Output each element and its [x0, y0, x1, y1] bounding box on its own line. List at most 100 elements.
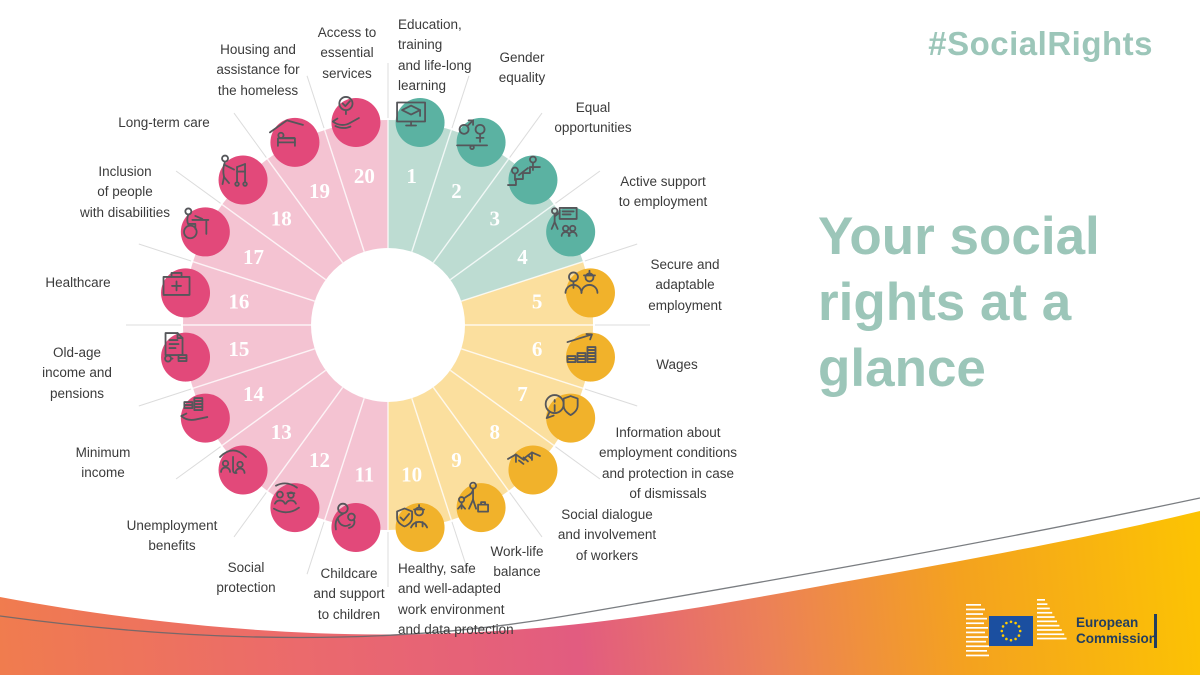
segment-11-circle: [331, 502, 381, 552]
segment-number-5: 5: [532, 290, 543, 314]
gender-balance-icon: [456, 119, 488, 151]
segment-number-8: 8: [490, 420, 501, 444]
logo-vertical-bar: [1154, 614, 1157, 648]
segment-number-4: 4: [517, 245, 528, 269]
pension-document-coins-icon: [164, 332, 188, 363]
parent-child-briefcase-icon: [457, 481, 489, 513]
shield-check-worker-icon: [396, 504, 428, 529]
title-line-3: glance: [818, 339, 986, 398]
segment-number-2: 2: [451, 179, 462, 203]
logo-building-line: [966, 631, 985, 634]
logo-building-line: [966, 617, 987, 620]
logo-text-line-1: European: [1076, 615, 1139, 630]
segment-number-6: 6: [532, 337, 543, 361]
wedge-divider-line: [266, 158, 344, 264]
segment-label-16: Healthcare: [45, 275, 111, 290]
wedge-divider-line: [449, 203, 555, 281]
label-leader-line: [555, 170, 601, 204]
wedge-divider-line: [461, 348, 584, 390]
wedge-divider-line: [411, 129, 453, 252]
segment-16-circle: [161, 268, 211, 318]
segment-number-7: 7: [517, 382, 528, 406]
hashtag-social-rights: #SocialRights: [928, 25, 1153, 62]
eu-flag-star: [1009, 620, 1013, 624]
label-leader-line: [233, 492, 267, 538]
logo-text-line-2: Commission: [1076, 631, 1158, 646]
segment-number-9: 9: [451, 448, 462, 472]
segment-label-10: Healthy, safe and well-adapted work envi…: [398, 561, 514, 638]
handshake-icon: [507, 451, 541, 465]
logo-building-line: [966, 650, 987, 652]
segment-label-18: Long-term care: [118, 115, 210, 130]
segment-label-11: Childcare and support to children: [313, 566, 385, 622]
wedge-divider-line: [192, 348, 315, 390]
wedge-divider-line: [432, 386, 510, 492]
logo-building-line: [1037, 607, 1050, 610]
hands-sheltering-workers-icon: [273, 482, 300, 514]
wedge-divider-line: [266, 386, 344, 492]
segment-label-6: Wages: [656, 357, 698, 372]
logo-building-line: [1037, 599, 1045, 601]
info-bubble-shield-icon: [544, 394, 579, 419]
segment-12-circle: [270, 483, 320, 533]
segment-number-18: 18: [271, 207, 292, 231]
segment-label-7: Information about employment conditions …: [598, 425, 738, 502]
segment-number-1: 1: [406, 164, 417, 188]
label-leader-line: [509, 112, 543, 158]
segment-label-2: Gender equality: [498, 50, 546, 86]
segment-label-5: Secure and adaptable employment: [648, 257, 722, 313]
segment-label-4: Active support to employment: [618, 174, 708, 210]
logo-building-line: [966, 627, 988, 629]
wedge-divider-line: [449, 369, 555, 447]
segment-number-12: 12: [309, 448, 330, 472]
wheel-center-hole: [311, 248, 465, 402]
eu-flag-star: [1001, 634, 1005, 637]
coins-hand-icon: [180, 397, 209, 421]
eu-flag-star: [1014, 637, 1017, 641]
wedge-divider-line: [323, 398, 365, 521]
segment-number-10: 10: [401, 462, 422, 486]
segment-1-circle: [395, 98, 445, 148]
european-commission-logo: [966, 599, 1067, 657]
segment-number-11: 11: [354, 462, 374, 486]
logo-building-line: [1037, 637, 1067, 640]
logo-building-line: [1037, 629, 1062, 631]
logo-building-line: [1037, 603, 1048, 605]
wheelchair-desk-icon: [183, 207, 210, 240]
logo-building-line: [966, 604, 981, 606]
eu-flag-star: [1018, 629, 1022, 633]
logo-building-line: [1037, 633, 1065, 636]
segment-number-17: 17: [243, 245, 264, 269]
label-leader-line: [175, 446, 221, 480]
helping-hand-stairs-icon: [507, 155, 541, 186]
segment-5-circle: [565, 268, 615, 318]
logo-building-line: [966, 622, 984, 625]
wedge-divider-line: [323, 129, 365, 252]
segment-label-17: Inclusion of people with disabilities: [79, 164, 171, 220]
wedge-divider-line: [221, 203, 327, 281]
eu-flag-star: [1000, 629, 1004, 633]
segment-label-19: Housing and assistance for the homeless: [216, 42, 300, 98]
label-leader-line: [175, 170, 221, 204]
logo-building-line: [966, 636, 988, 638]
title-line-1: Your social: [818, 207, 1100, 266]
parent-holding-child-icon: [334, 502, 356, 531]
segment-number-15: 15: [228, 337, 249, 361]
label-leader-line: [233, 112, 267, 158]
eu-flag-star: [1009, 638, 1013, 642]
employment-support-presentation-icon: [550, 207, 578, 237]
wedge-divider-line: [461, 260, 584, 302]
logo-building-line: [966, 640, 986, 643]
homeless-shelter-bed-icon: [269, 119, 304, 147]
logo-building-line: [1037, 620, 1057, 623]
umbrella-people-icon: [219, 449, 247, 474]
segment-label-15: Old-age income and pensions: [42, 345, 112, 401]
coins-growth-icon: [566, 333, 597, 363]
segment-7-circle: [546, 393, 596, 443]
logo-building-line: [1037, 616, 1055, 618]
eu-flag-star: [1005, 637, 1008, 641]
segment-label-13: Unemployment benefits: [126, 518, 218, 554]
label-leader-line: [138, 243, 192, 262]
